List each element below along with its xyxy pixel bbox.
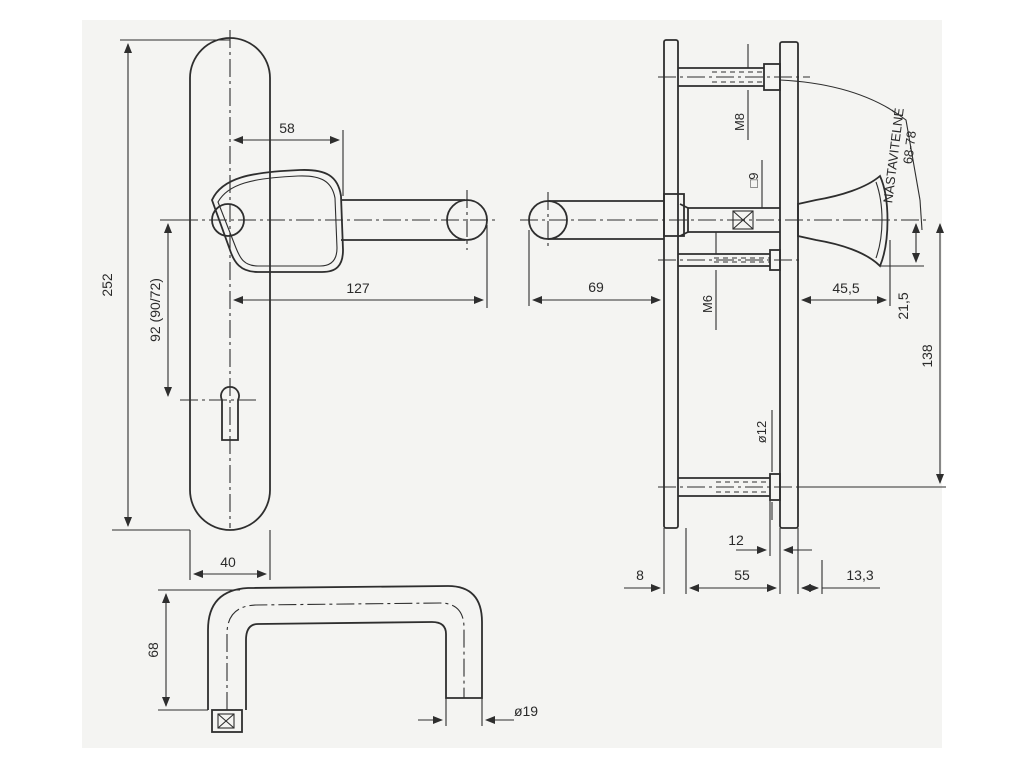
side-view-assembly [520, 39, 930, 529]
dim-handle-spread: 58 [279, 120, 295, 136]
label-spindle-square: □9 [746, 172, 761, 187]
dim-spindle-to-bolt: 45,5 [832, 280, 859, 296]
label-bolt-diameter: ø12 [754, 421, 769, 443]
knob [797, 174, 889, 268]
dim-bolt-offset: 12 [728, 532, 744, 548]
front-view-backplate [180, 30, 271, 531]
front-view-handle [180, 169, 495, 273]
note-adjustable-range: 68-78 [900, 130, 919, 165]
dim-plate-spacing: 55 [734, 567, 750, 583]
dim-handle-projection: 69 [588, 279, 604, 295]
side-view-handle [520, 192, 664, 248]
lower-short-screw-m6 [658, 249, 800, 271]
dim-knob-plate-thickness: 13,3 [846, 567, 873, 583]
dim-handle-bar-diameter: ø19 [514, 703, 538, 719]
dim-handle-length: 127 [346, 280, 370, 296]
outer-plate [663, 39, 679, 529]
dim-spindle-to-keyhole: 92 (90/72) [147, 278, 163, 342]
upper-screw-m8 [658, 63, 810, 91]
label-lower-screw-thread: M6 [700, 295, 715, 313]
front-view-dimensions: 252 92 (90/72) 40 58 127 [99, 39, 488, 580]
handle-bottom-dimensions: 68 ø19 [145, 589, 538, 726]
dim-outer-plate-offset: 8 [636, 567, 644, 583]
dim-overall-height: 252 [99, 273, 115, 297]
dim-spindle-to-screw: 21,5 [895, 292, 911, 319]
dim-bolt-distance: 138 [919, 344, 935, 368]
dim-backplate-width: 40 [220, 554, 236, 570]
side-view-dimensions: M8 □9 M6 ø12 69 45,5 21,5 138 NASTAVITEL… [528, 44, 946, 594]
label-upper-screw-thread: M8 [732, 113, 747, 131]
bottom-bolt [658, 473, 810, 501]
dim-handle-height: 68 [145, 642, 161, 658]
cylinder-keyhole [180, 386, 258, 441]
paper-background [82, 20, 942, 748]
inner-plate [779, 41, 799, 529]
